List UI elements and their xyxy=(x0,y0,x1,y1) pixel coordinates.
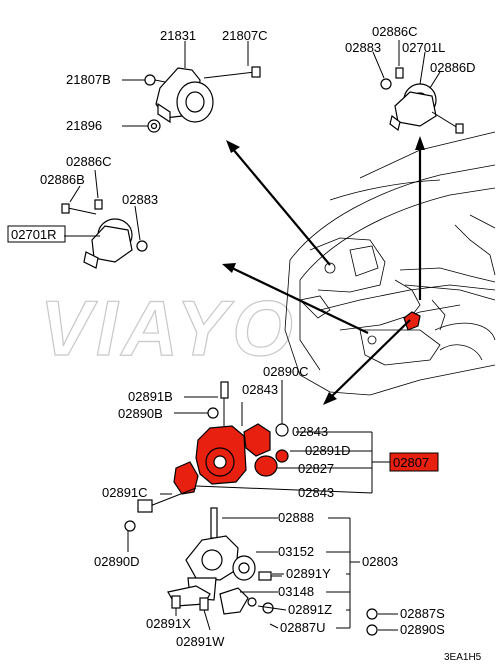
label-02886B: 02886B xyxy=(40,172,85,187)
label-21831: 21831 xyxy=(160,28,196,43)
leader-lines-bottom xyxy=(175,517,398,631)
label-02890B: 02890B xyxy=(118,406,163,421)
label-02886C-left: 02886C xyxy=(66,154,112,169)
label-02886C-top: 02886C xyxy=(372,24,418,39)
label-02701R: 02701R xyxy=(11,227,57,242)
mount-assembly-21831 xyxy=(144,66,261,133)
leader-lines-top-left xyxy=(122,41,249,127)
label-02807: 02807 xyxy=(393,455,429,470)
label-02886D: 02886D xyxy=(430,60,476,75)
label-02891Z: 02891Z xyxy=(288,602,332,617)
label-02887U: 02887U xyxy=(280,620,326,635)
label-02701R-box xyxy=(7,225,66,243)
label-21807B: 21807B xyxy=(66,72,111,87)
mount-assembly-02701R xyxy=(61,199,148,269)
highlight-spot xyxy=(403,311,421,331)
label-21807C: 21807C xyxy=(222,28,268,43)
leader-lines-top-right xyxy=(372,40,441,89)
label-02891W: 02891W xyxy=(176,634,225,649)
label-02843-top: 02843 xyxy=(242,382,278,397)
label-21896: 21896 xyxy=(66,118,102,133)
label-02883-left: 02883 xyxy=(122,192,158,207)
label-03148: 03148 xyxy=(278,584,314,599)
label-02888: 02888 xyxy=(278,510,314,525)
mount-assembly-02701L xyxy=(380,67,464,134)
label-02883-top: 02883 xyxy=(345,40,381,55)
mount-assembly-02807 xyxy=(124,381,289,532)
car-body-outline xyxy=(284,131,496,396)
label-02891D: 02891D xyxy=(305,443,351,458)
label-02843-bottom: 02843 xyxy=(298,485,334,500)
label-02827: 02827 xyxy=(298,461,334,476)
leader-lines-center xyxy=(127,380,390,552)
mount-assembly-02803 xyxy=(167,507,378,636)
label-02843-mid: 02843 xyxy=(292,424,328,439)
label-02887S: 02887S xyxy=(400,606,445,621)
leader-lines-left xyxy=(64,169,141,241)
label-02890C: 02890C xyxy=(263,364,309,379)
label-02891Y: 02891Y xyxy=(286,566,331,581)
diagram-code: 3EA1H5 xyxy=(444,652,482,663)
label-02803: 02803 xyxy=(362,554,398,569)
label-02891X: 02891X xyxy=(146,616,191,631)
label-03152: 03152 xyxy=(278,544,314,559)
label-02891B: 02891B xyxy=(128,389,173,404)
label-02890D: 02890D xyxy=(94,554,140,569)
label-02807-box xyxy=(389,452,439,472)
watermark-text: VIAYO xyxy=(40,284,297,372)
label-02701L: 02701L xyxy=(402,40,445,55)
pointer-arrows xyxy=(222,136,425,405)
label-02891C: 02891C xyxy=(102,485,148,500)
label-02890S: 02890S xyxy=(400,622,445,637)
